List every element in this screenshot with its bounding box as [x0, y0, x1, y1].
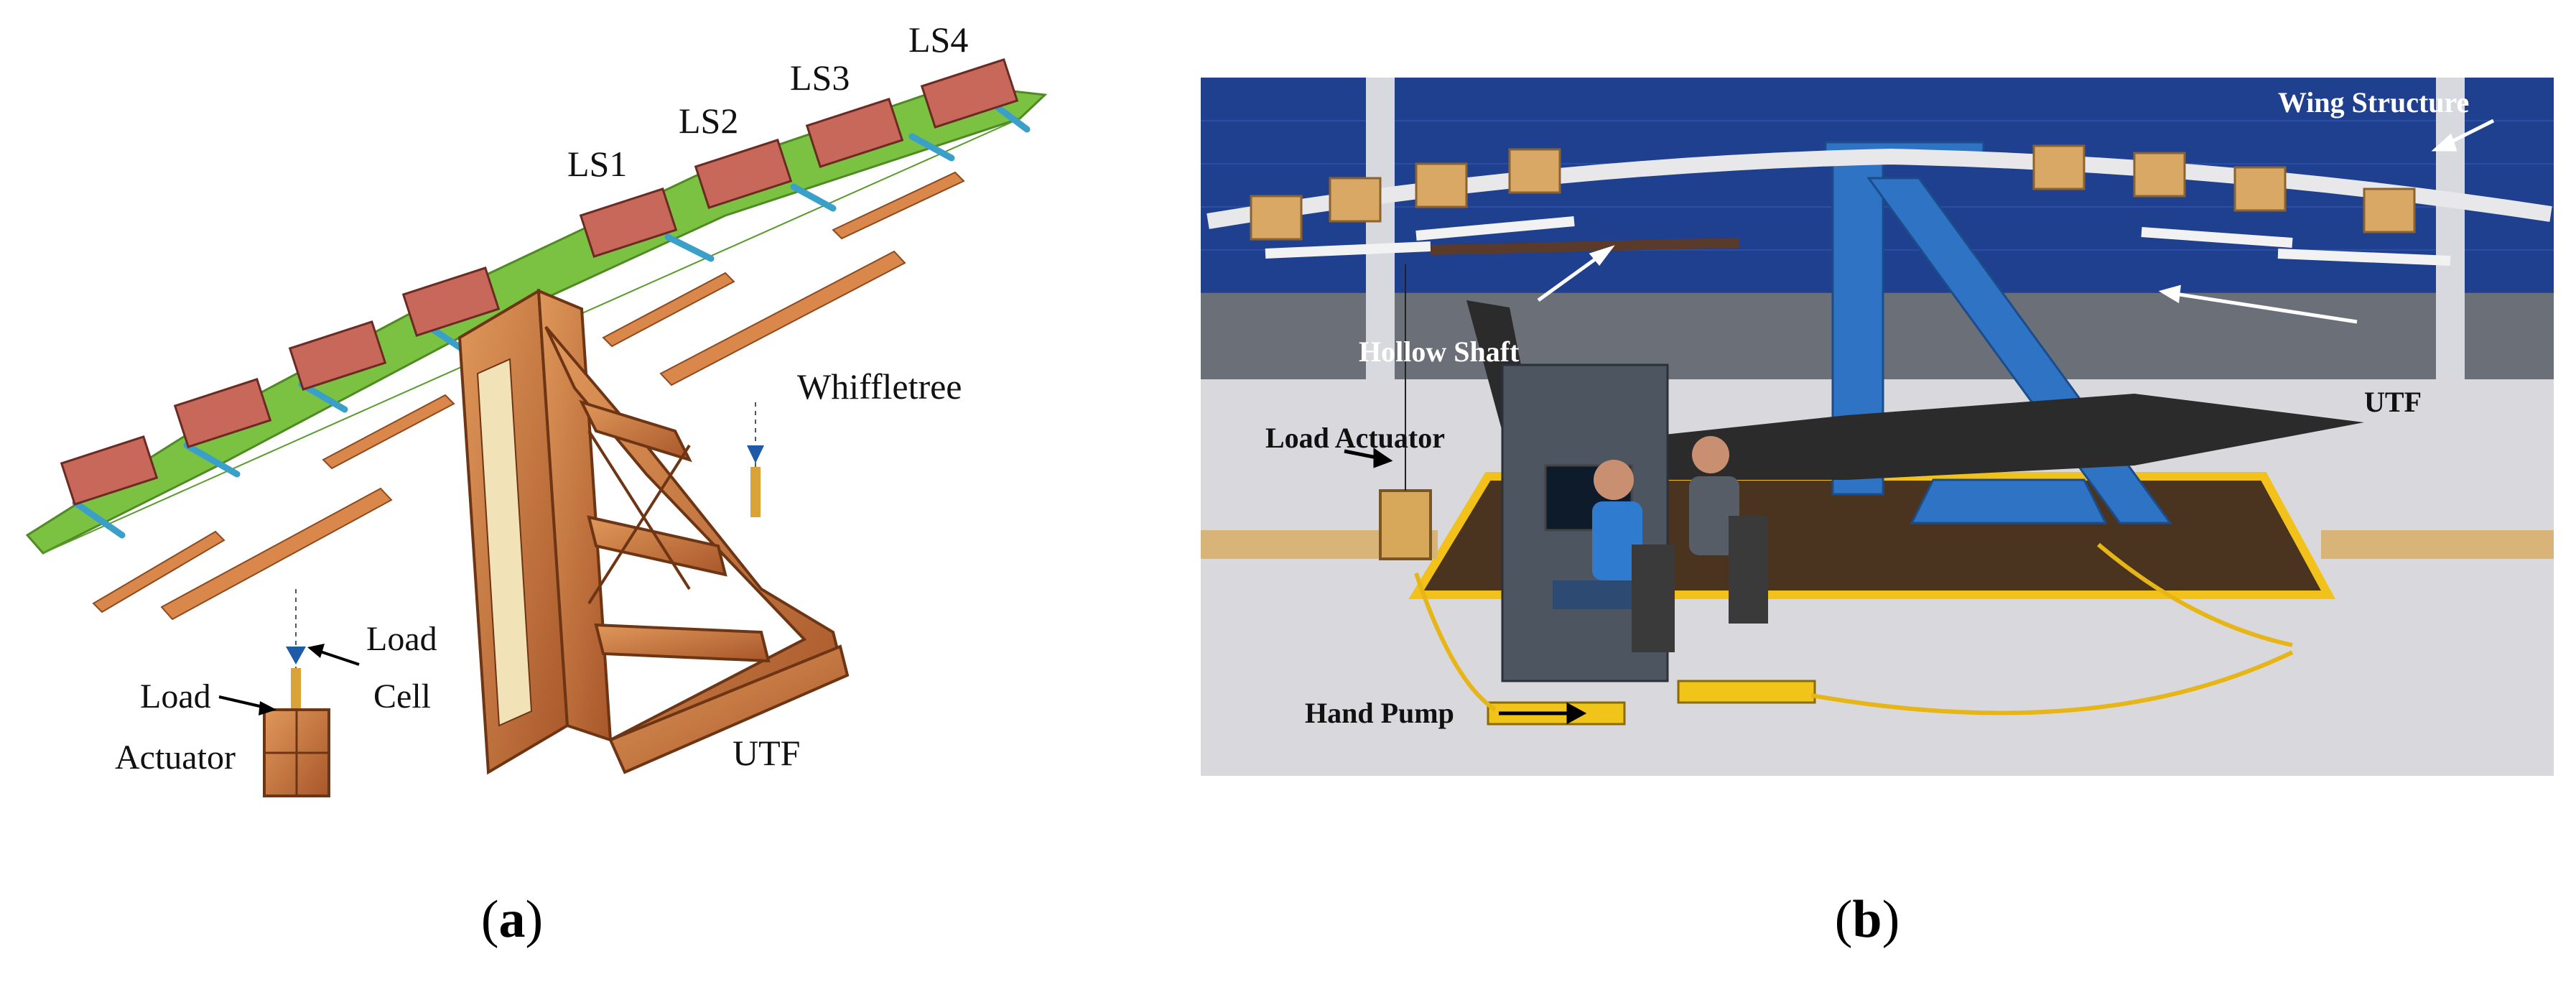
caption-a: (a): [404, 889, 620, 950]
label-ls2: LS2: [679, 101, 738, 141]
hand-pump-right: [1677, 680, 1816, 704]
caption-b-letter: b: [1852, 890, 1882, 949]
label-load-cell-line1: Load: [366, 620, 437, 658]
caption-a-letter: a: [498, 890, 526, 949]
label-load-cell-line2: Cell: [373, 677, 431, 715]
label-ls3: LS3: [790, 57, 850, 98]
label-ls1: LS1: [567, 144, 627, 184]
label-load-actuator-b: Load Actuator: [1265, 422, 1445, 454]
label-ls4: LS4: [908, 19, 968, 60]
label-load-actuator-line2: Actuator: [115, 738, 236, 777]
caption-b: (b): [1759, 889, 1975, 950]
panel-b-photo: Wing Structure Hollow Shaft Load Actuato…: [1201, 78, 2554, 776]
wing-load-blocks: [1250, 144, 2416, 241]
load-cell-left: [286, 647, 306, 664]
caption-a-close: ): [525, 890, 544, 949]
utf-inner-panel: [476, 358, 533, 727]
panel-a-diagram: LS1 LS2 LS3 LS4 Whiffletree Load Cell Lo…: [25, 19, 1048, 797]
label-load-actuator-line1: Load: [140, 677, 211, 715]
load-station-blocks: [60, 58, 1019, 506]
label-utf-a: UTF: [733, 733, 800, 773]
label-utf-b: UTF: [2364, 386, 2422, 418]
whiffletree-hangers: [72, 104, 1031, 539]
utf-arrow: [2170, 291, 2358, 324]
load-cell-right: [747, 445, 764, 463]
load-actuator-stand: [1379, 489, 1432, 560]
label-whiffletree: Whiffletree: [797, 366, 962, 407]
hollow-shaft-arrow: [1537, 251, 1604, 302]
hollow-shaft: [1430, 238, 1740, 255]
caption-b-open: (: [1834, 890, 1853, 949]
operator-left: [1553, 460, 1675, 652]
whiffletree-beams: [92, 171, 965, 621]
load-actuator-arrow: [218, 695, 276, 715]
utf-frame: [457, 288, 850, 775]
whiffletree-bars: [1265, 216, 2451, 266]
caption-a-open: (: [480, 890, 499, 949]
label-wing-structure: Wing Structure: [2278, 86, 2469, 119]
load-cell-arrow: [307, 644, 360, 666]
operator-right: [1689, 436, 1768, 624]
label-hand-pump: Hand Pump: [1305, 697, 1454, 729]
label-hollow-shaft: Hollow Shaft: [1359, 335, 1520, 368]
caption-b-close: ): [1882, 890, 1900, 949]
